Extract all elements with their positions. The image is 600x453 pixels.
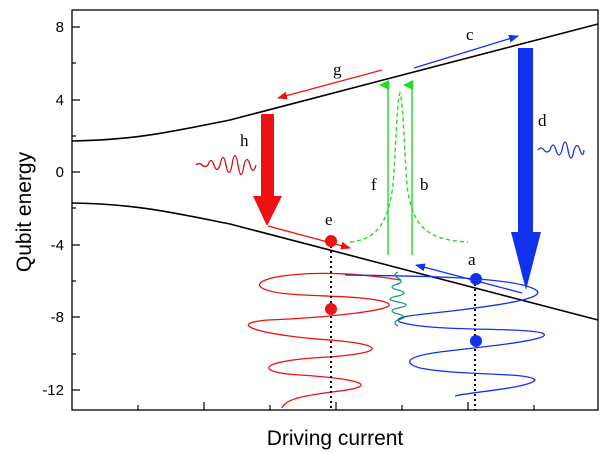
- red-potential-well: [247, 272, 401, 409]
- y-tick-label: 8: [56, 19, 64, 36]
- thick-blue-arrow-d-head: [511, 232, 541, 290]
- y-ticks: [72, 26, 80, 391]
- green-resonance-curve: [349, 91, 469, 243]
- label-f: f: [371, 175, 377, 194]
- red-photon-icon: [195, 154, 257, 176]
- label-a: a: [468, 250, 476, 269]
- y-tick-label: -8: [51, 309, 64, 326]
- blue-state-dot-lower: [470, 335, 482, 347]
- x-ticks: [137, 402, 535, 410]
- blue-photon-icon: [537, 141, 585, 159]
- plot-frame: [71, 9, 599, 411]
- thick-red-arrow-h-shaft: [261, 114, 274, 198]
- x-axis-title: Driving current: [267, 427, 404, 450]
- blue-arrow-a: [415, 263, 523, 294]
- label-d: d: [538, 111, 547, 130]
- thick-red-arrow-h-head: [253, 196, 282, 226]
- label-g: g: [333, 60, 342, 79]
- red-state-dot-lower: [325, 303, 337, 315]
- y-tick-label: -12: [42, 382, 64, 399]
- red-arrow-e: [267, 225, 351, 250]
- teal-photon-icon: [389, 271, 407, 327]
- label-e: e: [325, 210, 333, 229]
- label-b: b: [420, 175, 429, 194]
- red-state-dot-upper: [325, 235, 337, 247]
- lower-energy-level: [71, 202, 599, 321]
- y-tick-label: 4: [56, 92, 64, 109]
- label-c: c: [466, 25, 474, 44]
- y-tick-label: -4: [51, 237, 64, 254]
- y-tick-label: 0: [56, 164, 64, 181]
- blue-potential-well: [344, 274, 545, 397]
- label-h: h: [240, 131, 249, 150]
- thick-blue-arrow-d-shaft: [518, 48, 533, 234]
- y-axis-title: Qubit energy: [13, 151, 36, 272]
- blue-arrow-c: [413, 34, 519, 69]
- blue-state-dot-upper: [470, 273, 482, 285]
- red-arrow-g: [277, 69, 383, 100]
- upper-energy-level: [71, 23, 599, 142]
